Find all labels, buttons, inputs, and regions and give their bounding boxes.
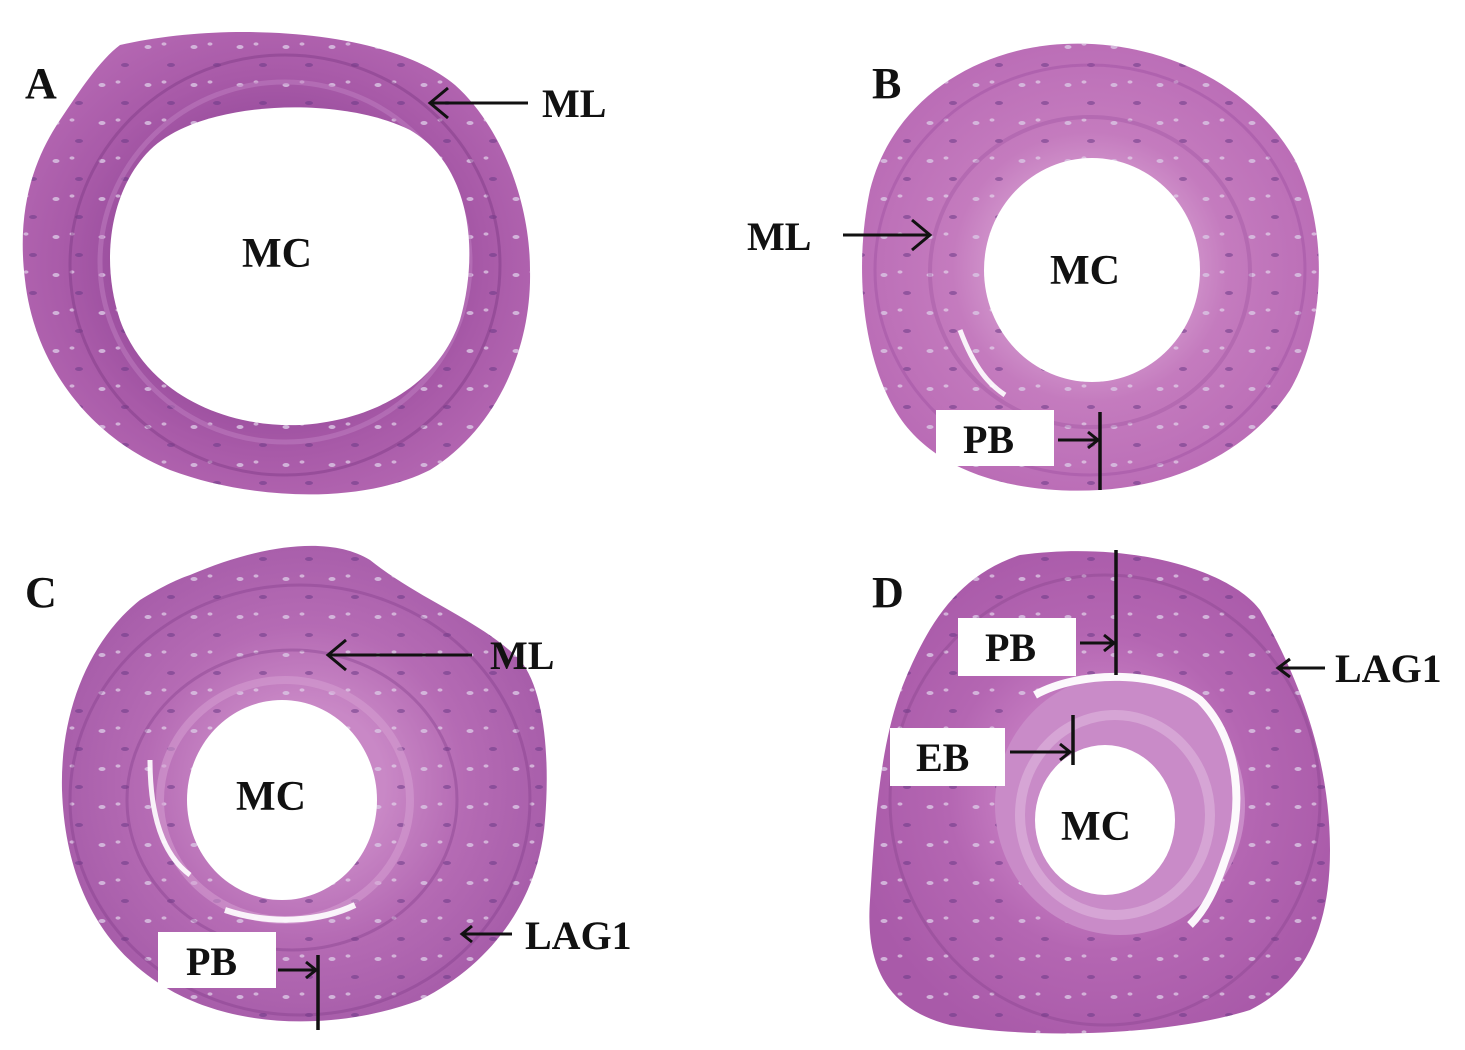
label-pb-c: PB xyxy=(186,939,237,984)
marrow-cavity-label-c: MC xyxy=(236,774,306,820)
panel-letter-c: C xyxy=(25,568,57,617)
label-pb-b: PB xyxy=(963,417,1014,462)
label-lag1-c: LAG1 xyxy=(525,913,632,958)
marrow-cavity-b xyxy=(984,158,1200,382)
marrow-cavity-a xyxy=(110,107,470,426)
label-eb-d: EB xyxy=(916,735,969,780)
marrow-cavity-d xyxy=(1035,745,1175,895)
marrow-cavity-label-a: MC xyxy=(242,231,312,277)
marrow-cavity-c xyxy=(187,700,377,900)
label-ml-c: ML xyxy=(490,633,554,678)
label-box-eb-d xyxy=(890,728,1005,786)
label-box-pb-b xyxy=(936,410,1054,466)
panel-letter-d: D xyxy=(872,568,904,617)
panel-d: D MC PB LAG1 EB xyxy=(869,550,1442,1034)
label-lag1-d: LAG1 xyxy=(1335,646,1442,691)
label-ml-b: ML xyxy=(747,214,811,259)
label-pb-d: PB xyxy=(985,625,1036,670)
panel-a: A MC ML xyxy=(22,32,606,495)
label-box-pb-d xyxy=(958,618,1076,676)
panel-b: B MC ML PB xyxy=(747,43,1319,491)
panel-letter-a: A xyxy=(25,59,57,108)
panel-c: C MC ML LAG1 PB xyxy=(25,545,632,1030)
marrow-cavity-label-b: MC xyxy=(1050,248,1120,294)
panel-letter-b: B xyxy=(872,59,901,108)
marrow-cavity-label-d: MC xyxy=(1061,804,1131,850)
label-box-pb-c xyxy=(158,932,276,988)
label-ml-a: ML xyxy=(542,81,606,126)
